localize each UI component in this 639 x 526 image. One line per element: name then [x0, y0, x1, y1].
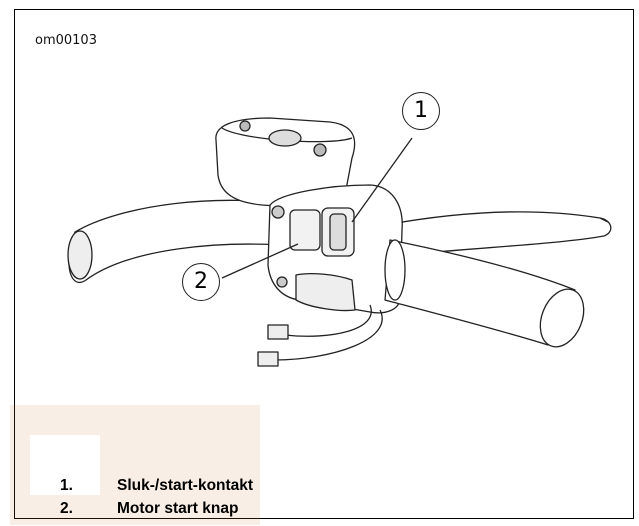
callout-2: 2	[182, 263, 220, 301]
watermark-logo	[10, 405, 260, 525]
left-handlebar-tube	[68, 199, 301, 283]
callout-2-label: 2	[194, 269, 208, 294]
legend-item: 2. Motor start knap	[60, 497, 253, 520]
brake-lever	[384, 211, 612, 256]
legend-item-number: 2.	[60, 500, 73, 517]
figure-id-label: om00103	[35, 33, 97, 48]
legend-item: 1. Sluk-/start-kontakt	[60, 474, 253, 497]
callout-1-label: 1	[414, 98, 428, 123]
callout-1: 1	[402, 92, 440, 130]
legend-item-text: Sluk-/start-kontakt	[117, 477, 254, 494]
legend-item-text: Motor start knap	[117, 500, 239, 517]
legend: 1. Sluk-/start-kontakt 2. Motor start knap	[60, 474, 253, 520]
legend-item-number: 1.	[60, 477, 73, 494]
